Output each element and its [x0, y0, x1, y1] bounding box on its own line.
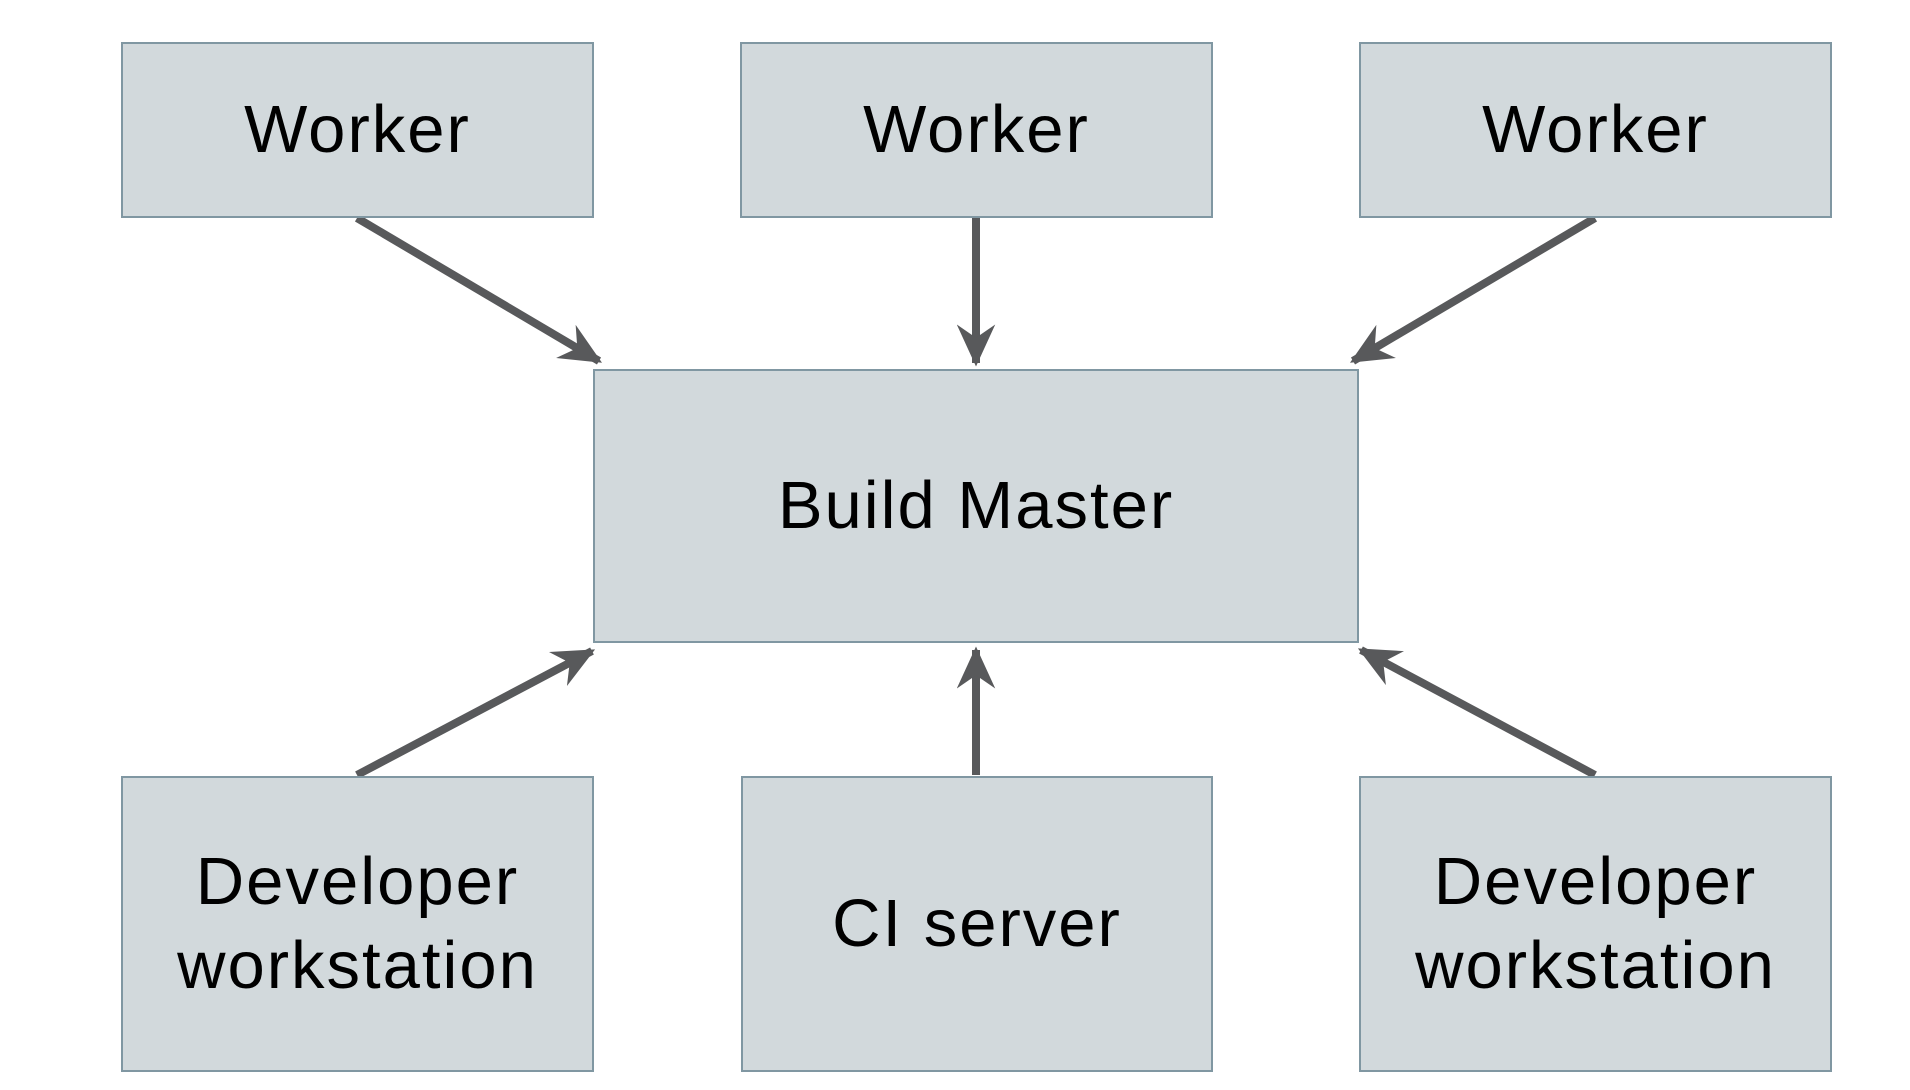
node-worker-3: Worker [1359, 42, 1832, 218]
node-developer-workstation-2: Developer workstation [1359, 776, 1832, 1072]
edge-dev-workstation-2-to-build-master [1357, 646, 1597, 779]
node-ci-server: CI server [741, 776, 1213, 1072]
edge-worker-3-to-build-master [1349, 214, 1598, 365]
node-worker-2: Worker [740, 42, 1213, 218]
node-developer-workstation-1: Developer workstation [121, 776, 594, 1072]
node-developer-workstation-2-label: Developer workstation [1415, 843, 1776, 1003]
edge-worker-1-to-build-master [354, 214, 603, 365]
node-worker-3-label: Worker [1482, 91, 1709, 167]
node-worker-1: Worker [121, 42, 594, 218]
node-build-master: Build Master [593, 369, 1359, 643]
node-ci-server-label: CI server [832, 885, 1122, 961]
node-worker-1-label: Worker [244, 91, 471, 167]
node-build-master-label: Build Master [777, 467, 1175, 543]
edge-dev-workstation-1-to-build-master [355, 647, 596, 779]
node-developer-workstation-1-label: Developer workstation [177, 843, 538, 1003]
node-worker-2-label: Worker [863, 91, 1090, 167]
